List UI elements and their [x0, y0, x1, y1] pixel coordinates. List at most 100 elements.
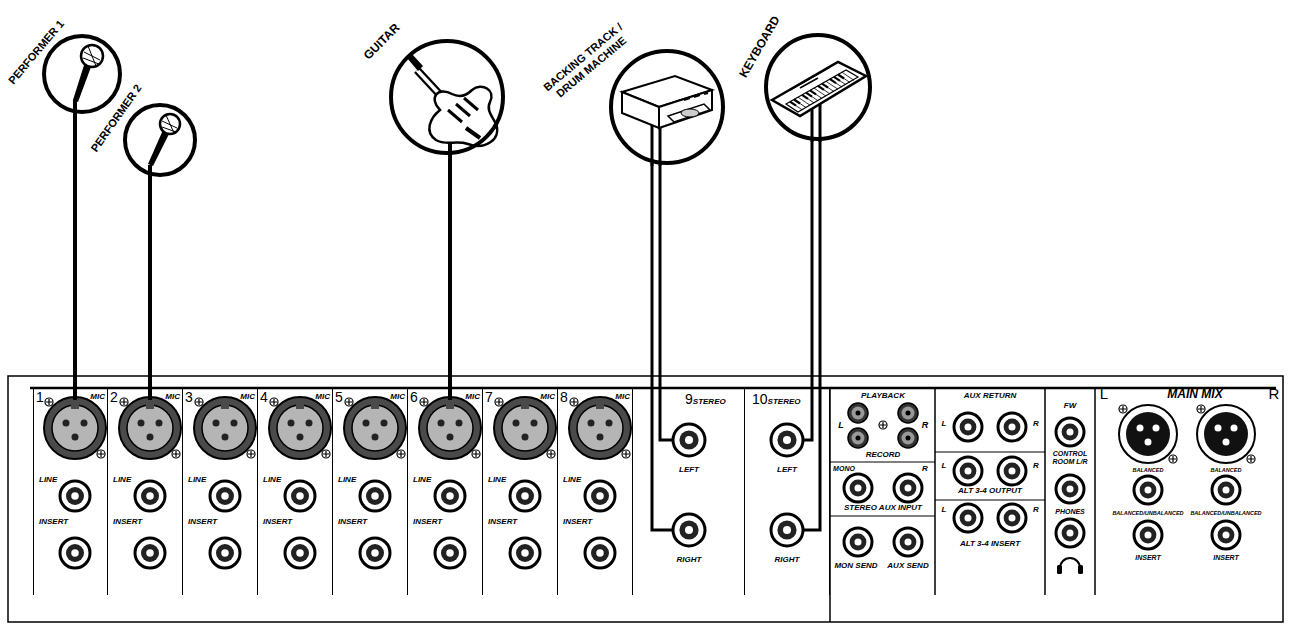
device-label: KEYBOARD	[737, 14, 783, 80]
xlr-socket	[127, 405, 173, 451]
jack-socket	[360, 481, 390, 511]
screw	[495, 398, 503, 406]
input-label: INSERT	[39, 518, 68, 527]
jack-socket	[850, 480, 867, 497]
xlr-pin	[522, 434, 529, 441]
jack-socket	[1009, 424, 1016, 431]
screw	[1247, 455, 1255, 463]
jack-socket	[285, 481, 315, 511]
jack-socket	[66, 544, 84, 562]
xlr-socket	[419, 397, 481, 459]
device-circle: GUITAR	[389, 39, 505, 155]
jack-socket	[591, 487, 609, 505]
screw	[346, 399, 352, 405]
screw	[571, 399, 577, 405]
xlr-socket	[146, 404, 154, 409]
jack-socket	[679, 430, 698, 449]
jack-socket	[1218, 527, 1235, 544]
channel-strip: 3MICLINEINSERT	[183, 388, 258, 595]
panel-line	[830, 388, 1095, 622]
jack-socket	[777, 430, 796, 449]
input-label: MIC	[540, 393, 555, 402]
screw	[1198, 406, 1204, 412]
jack-socket	[585, 481, 615, 511]
panel-label: L	[942, 506, 947, 515]
device-circle: KEYBOARD	[764, 33, 872, 141]
xlr-pin	[513, 420, 520, 427]
input-label: MIC	[615, 393, 630, 402]
jack-socket	[291, 544, 309, 562]
rca-socket	[898, 428, 918, 448]
cable	[651, 163, 654, 388]
xlr-socket	[221, 404, 229, 409]
device-label: PERFORMER 1	[6, 18, 66, 87]
xlr-output	[1126, 412, 1170, 456]
jack-socket	[285, 538, 315, 568]
jack-socket	[441, 544, 459, 562]
jack-socket	[685, 436, 693, 444]
channel-heading: 10STEREO	[752, 390, 800, 408]
cable	[448, 388, 452, 400]
jack-socket	[1140, 482, 1157, 499]
jack-socket	[371, 549, 379, 557]
cable	[819, 141, 822, 388]
jack-socket	[1056, 418, 1084, 446]
jack-socket	[596, 492, 604, 500]
xlr-pin	[531, 420, 538, 427]
cable	[659, 165, 662, 388]
xlr-socket	[577, 405, 623, 451]
mixer-panel	[8, 376, 1283, 622]
keyboard-key	[834, 77, 840, 81]
xlr-pin	[147, 434, 154, 441]
channel-number: 6	[410, 390, 418, 405]
jack-socket	[1009, 468, 1016, 475]
channel-strip: 4MICLINEINSERT	[258, 388, 333, 595]
input-label: RIGHT	[677, 556, 702, 565]
xlr-socket	[44, 397, 106, 459]
xlr-pin	[306, 420, 313, 427]
input-label: MIC	[390, 393, 405, 402]
xlr-pin	[606, 420, 613, 427]
cable	[73, 113, 77, 388]
jack-socket	[965, 424, 972, 431]
jack-socket	[1062, 525, 1079, 542]
jack-socket	[998, 413, 1026, 441]
keyboard-key	[802, 95, 808, 99]
cd-player	[622, 92, 659, 128]
rca-socket	[852, 432, 865, 445]
screw	[622, 450, 630, 458]
guitar	[448, 98, 478, 122]
channel-heading: 9STEREO	[685, 390, 726, 408]
guitar	[407, 54, 423, 71]
microphone	[160, 114, 180, 134]
screw	[879, 421, 887, 429]
channel-number: 9	[685, 391, 693, 407]
input-label: LINE	[338, 476, 356, 485]
xlr-pin	[63, 420, 70, 427]
jack-socket	[366, 487, 384, 505]
cable	[73, 388, 77, 400]
xlr-socket	[569, 397, 631, 459]
input-label: INSERT	[113, 518, 142, 527]
device-label: BACKING TRACK / DRUM MACHINE	[537, 17, 638, 107]
rca-socket	[902, 407, 915, 420]
screw	[46, 399, 52, 405]
jack-socket	[591, 544, 609, 562]
panel-label: FW	[1064, 402, 1076, 411]
xlr-pin	[1137, 425, 1144, 432]
jack-socket	[441, 487, 459, 505]
screw	[398, 451, 404, 457]
screw	[1119, 405, 1127, 413]
device-label: PERFORMER 2	[88, 82, 143, 154]
jack-socket	[1056, 475, 1084, 503]
jack-socket	[960, 463, 977, 480]
jack-socket	[521, 492, 529, 500]
xlr-output	[1204, 412, 1248, 456]
cable	[660, 388, 673, 440]
jack-socket	[291, 487, 309, 505]
jack-socket	[771, 424, 803, 456]
panel-label: PHONES	[1055, 508, 1085, 516]
panel-label: BALANCED	[1133, 467, 1164, 473]
xlr-socket	[502, 405, 548, 451]
